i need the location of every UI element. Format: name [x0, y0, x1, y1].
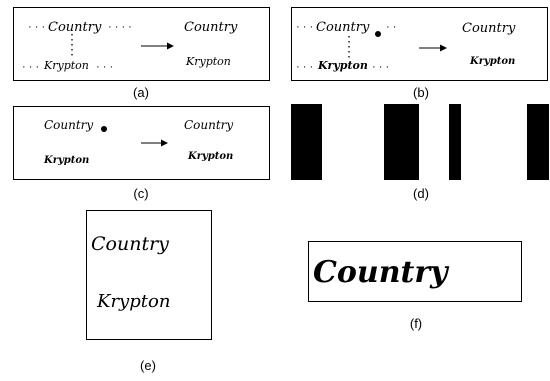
- dotted-leader: · · ·: [296, 21, 313, 33]
- handwritten-word: Krypton: [185, 55, 231, 68]
- dotted-leader: · · · ·: [108, 21, 132, 33]
- arrow-head: [161, 139, 168, 147]
- handwritten-word: Country: [462, 21, 516, 36]
- ink-blob: [375, 31, 381, 37]
- caption-e: (e): [140, 358, 156, 373]
- handwritten-word: Country: [48, 20, 102, 35]
- handwritten-word: Country: [316, 20, 370, 35]
- handwritten-word: Country: [184, 118, 233, 132]
- handwritten-word: Country: [91, 233, 169, 255]
- caption-d: (d): [413, 186, 429, 201]
- caption-b: (b): [413, 85, 429, 100]
- panel-a: · · · Country · · · · · · · Krypton · · …: [13, 7, 270, 81]
- black-stripe: [384, 104, 419, 180]
- arrow-head: [440, 44, 447, 52]
- dotted-leader: · ·: [386, 21, 396, 33]
- caption-c: (c): [133, 186, 149, 201]
- black-stripe: [449, 104, 461, 180]
- handwritten-word: Krypton: [317, 59, 368, 72]
- dotted-leader: · · ·: [372, 61, 389, 73]
- ink-blob: [101, 126, 107, 132]
- dotted-leader: · · ·: [28, 21, 45, 33]
- caption-a: (a): [133, 85, 149, 100]
- dotted-leader: · · ·: [96, 61, 113, 73]
- panel-c: Country Krypton Country Krypton: [13, 106, 270, 180]
- panel-b-drawing: · · · Country · · · · · Krypton · · · Co…: [296, 20, 516, 73]
- handwritten-word: Krypton: [43, 59, 89, 72]
- black-stripe: [527, 104, 549, 180]
- panel-d: [291, 104, 549, 180]
- handwritten-word: Country: [184, 20, 238, 35]
- panel-f-drawing: Country: [313, 255, 450, 290]
- panel-c-drawing: Country Krypton Country Krypton: [43, 118, 233, 166]
- panel-e: Country Krypton: [86, 210, 212, 340]
- panel-d-drawing: [291, 104, 549, 180]
- dotted-leader: · · ·: [22, 61, 39, 73]
- handwritten-word: Country: [44, 118, 93, 132]
- handwritten-word: Krypton: [187, 151, 233, 162]
- panel-b: · · · Country · · · · · Krypton · · · Co…: [291, 7, 548, 81]
- panel-e-drawing: Country Krypton: [91, 233, 170, 312]
- panel-a-drawing: · · · Country · · · · · · · Krypton · · …: [22, 20, 238, 73]
- black-stripe: [291, 104, 322, 180]
- handwritten-word: Krypton: [43, 155, 89, 166]
- panel-f: Country: [308, 241, 522, 302]
- dotted-leader: · · ·: [296, 61, 313, 73]
- handwritten-word: Krypton: [96, 291, 170, 312]
- handwritten-word: Country: [313, 255, 450, 290]
- caption-f: (f): [409, 316, 423, 331]
- handwritten-word: Krypton: [469, 56, 515, 67]
- arrow-head: [167, 42, 174, 50]
- stripe-background: [291, 104, 549, 180]
